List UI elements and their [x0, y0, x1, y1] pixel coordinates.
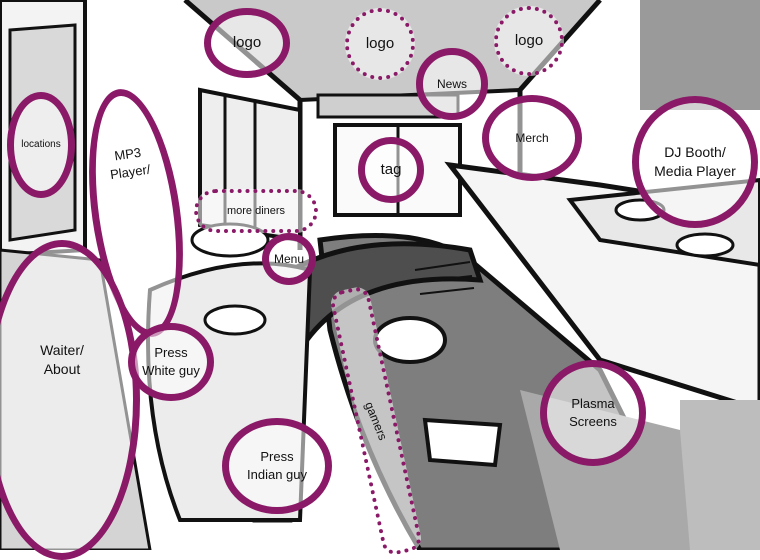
press-white-guy-hotspot[interactable]: Press White guy	[128, 323, 214, 401]
logo-hotspot-1[interactable]: logo	[204, 8, 290, 78]
merch-hotspot-label: Merch	[515, 130, 548, 146]
plasma-screens-hotspot-label: Plasma Screens	[569, 395, 617, 430]
logo-hotspot-2[interactable]: logo	[345, 8, 415, 80]
plasma-screens-hotspot[interactable]: Plasma Screens	[540, 360, 646, 466]
gamers-hotspot-label: gamers	[361, 399, 391, 442]
mp3-player-hotspot-label: MP3 Player/	[107, 143, 152, 183]
locations-hotspot-label: locations	[21, 138, 60, 152]
locations-hotspot[interactable]: locations	[7, 92, 75, 198]
logo-hotspot-3[interactable]: logo	[494, 6, 564, 76]
tag-hotspot-label: tag	[381, 160, 402, 180]
press-indian-guy-hotspot-label: Press Indian guy	[247, 448, 307, 483]
news-hotspot-label: News	[437, 76, 467, 92]
menu-hotspot-label: Menu	[274, 251, 304, 267]
tag-hotspot[interactable]: tag	[358, 137, 424, 203]
logo-hotspot-3-label: logo	[515, 31, 543, 51]
more-diners-hotspot[interactable]: more diners	[194, 189, 318, 233]
press-indian-guy-hotspot[interactable]: Press Indian guy	[222, 418, 332, 514]
press-white-guy-hotspot-label: Press White guy	[142, 344, 200, 379]
dj-booth-hotspot-label: DJ Booth/ Media Player	[654, 143, 736, 181]
dj-booth-hotspot[interactable]: DJ Booth/ Media Player	[632, 96, 758, 228]
logo-hotspot-2-label: logo	[366, 34, 394, 54]
news-hotspot[interactable]: News	[416, 48, 488, 120]
waiter-about-hotspot-label: Waiter/ About	[40, 341, 84, 379]
menu-hotspot[interactable]: Menu	[262, 233, 316, 285]
more-diners-hotspot-label: more diners	[227, 204, 285, 219]
logo-hotspot-1-label: logo	[233, 33, 261, 53]
merch-hotspot[interactable]: Merch	[482, 95, 582, 181]
